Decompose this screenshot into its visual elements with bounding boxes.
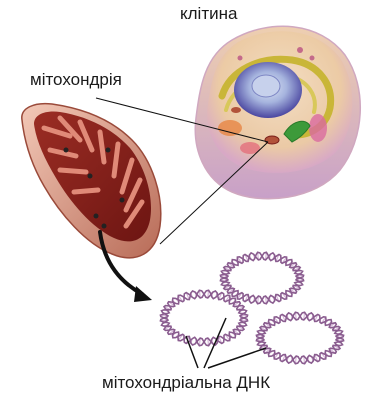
mitochondrion bbox=[22, 104, 161, 258]
organelle bbox=[309, 114, 327, 142]
arrow-head bbox=[134, 286, 152, 302]
mtdna-ring bbox=[160, 290, 247, 345]
cell-label: клітина bbox=[180, 4, 237, 24]
mtdna-ring bbox=[220, 252, 303, 303]
cell bbox=[195, 26, 360, 198]
mtdna-ring bbox=[256, 312, 343, 363]
nucleolus bbox=[252, 75, 280, 97]
mtdna-rings bbox=[160, 252, 343, 363]
mitochondrion-label: мітохондрія bbox=[30, 70, 122, 90]
mtdna-label: мітохондріальна ДНК bbox=[102, 373, 270, 393]
organelle bbox=[218, 120, 242, 136]
dna-pointer-line bbox=[208, 348, 266, 368]
